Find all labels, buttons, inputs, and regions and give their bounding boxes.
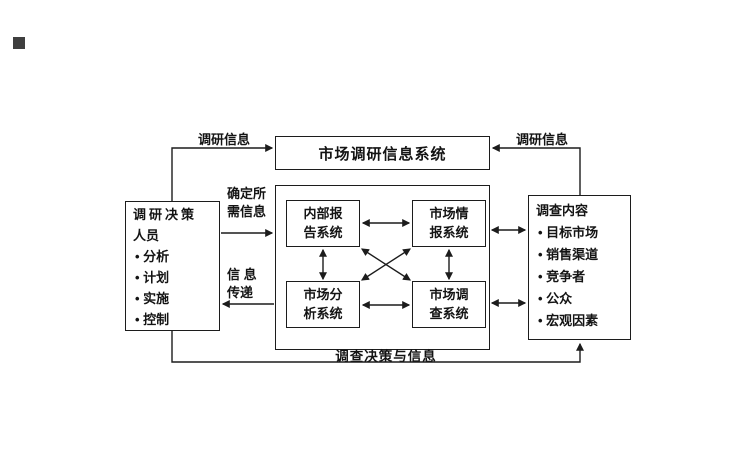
label-info-transfer: 信 息 传递 bbox=[227, 266, 257, 302]
list-item: • 控制 bbox=[135, 312, 170, 327]
arrow-research-info-right bbox=[491, 144, 581, 196]
list-item: • 目标市场 bbox=[538, 225, 599, 240]
info-transfer-line2: 传递 bbox=[227, 285, 254, 300]
info-transfer-line1: 信 息 bbox=[227, 267, 257, 282]
internal-report-line2: 告系统 bbox=[303, 224, 343, 240]
right-box-title: 调查内容 bbox=[536, 203, 589, 218]
market-analysis-line2: 析系统 bbox=[303, 305, 343, 321]
list-item: • 实施 bbox=[135, 291, 170, 306]
corner-marker bbox=[13, 37, 25, 49]
survey-content-box: 调查内容 • 目标市场 • 销售渠道 • 竞争者 • 公众 • 宏观因素 bbox=[528, 195, 631, 340]
label-bottom-decision-info: 调查决策与信息 bbox=[335, 349, 437, 364]
label-determine-info: 确定所 需信息 bbox=[227, 185, 266, 221]
label-research-info-left: 调研信息 bbox=[197, 132, 250, 147]
market-intelligence-line2: 报系统 bbox=[429, 224, 469, 240]
market-analysis-system-box: 市场分 析系统 bbox=[286, 281, 360, 328]
left-box-title-line2: 人员 bbox=[133, 228, 160, 243]
list-item: • 销售渠道 bbox=[538, 247, 599, 262]
label-research-info-right: 调研信息 bbox=[515, 132, 568, 147]
determine-info-line2: 需信息 bbox=[227, 204, 267, 219]
internal-report-system-box: 内部报 告系统 bbox=[286, 200, 360, 247]
mis-title-box: 市场调研信息系统 bbox=[275, 136, 490, 170]
list-item: • 竞争者 bbox=[538, 269, 586, 284]
determine-info-line1: 确定所 bbox=[227, 186, 267, 201]
market-survey-line2: 查系统 bbox=[429, 305, 469, 321]
list-item: • 计划 bbox=[135, 270, 170, 285]
mis-title: 市场调研信息系统 bbox=[318, 145, 447, 163]
internal-report-line1: 内部报 bbox=[303, 206, 343, 222]
market-survey-line1: 市场调 bbox=[429, 287, 469, 303]
list-item: • 公众 bbox=[538, 291, 573, 306]
decision-personnel-box: 调研决策 人员 • 分析 • 计划 • 实施 • 控制 bbox=[125, 201, 220, 331]
market-intelligence-system-box: 市场情 报系统 bbox=[412, 200, 486, 247]
list-item: • 分析 bbox=[135, 249, 170, 264]
market-intelligence-line1: 市场情 bbox=[429, 206, 469, 222]
market-analysis-line1: 市场分 bbox=[303, 287, 343, 303]
left-box-title-line1: 调研决策 bbox=[133, 207, 198, 222]
list-item: • 宏观因素 bbox=[538, 313, 599, 328]
market-survey-system-box: 市场调 查系统 bbox=[412, 281, 486, 328]
